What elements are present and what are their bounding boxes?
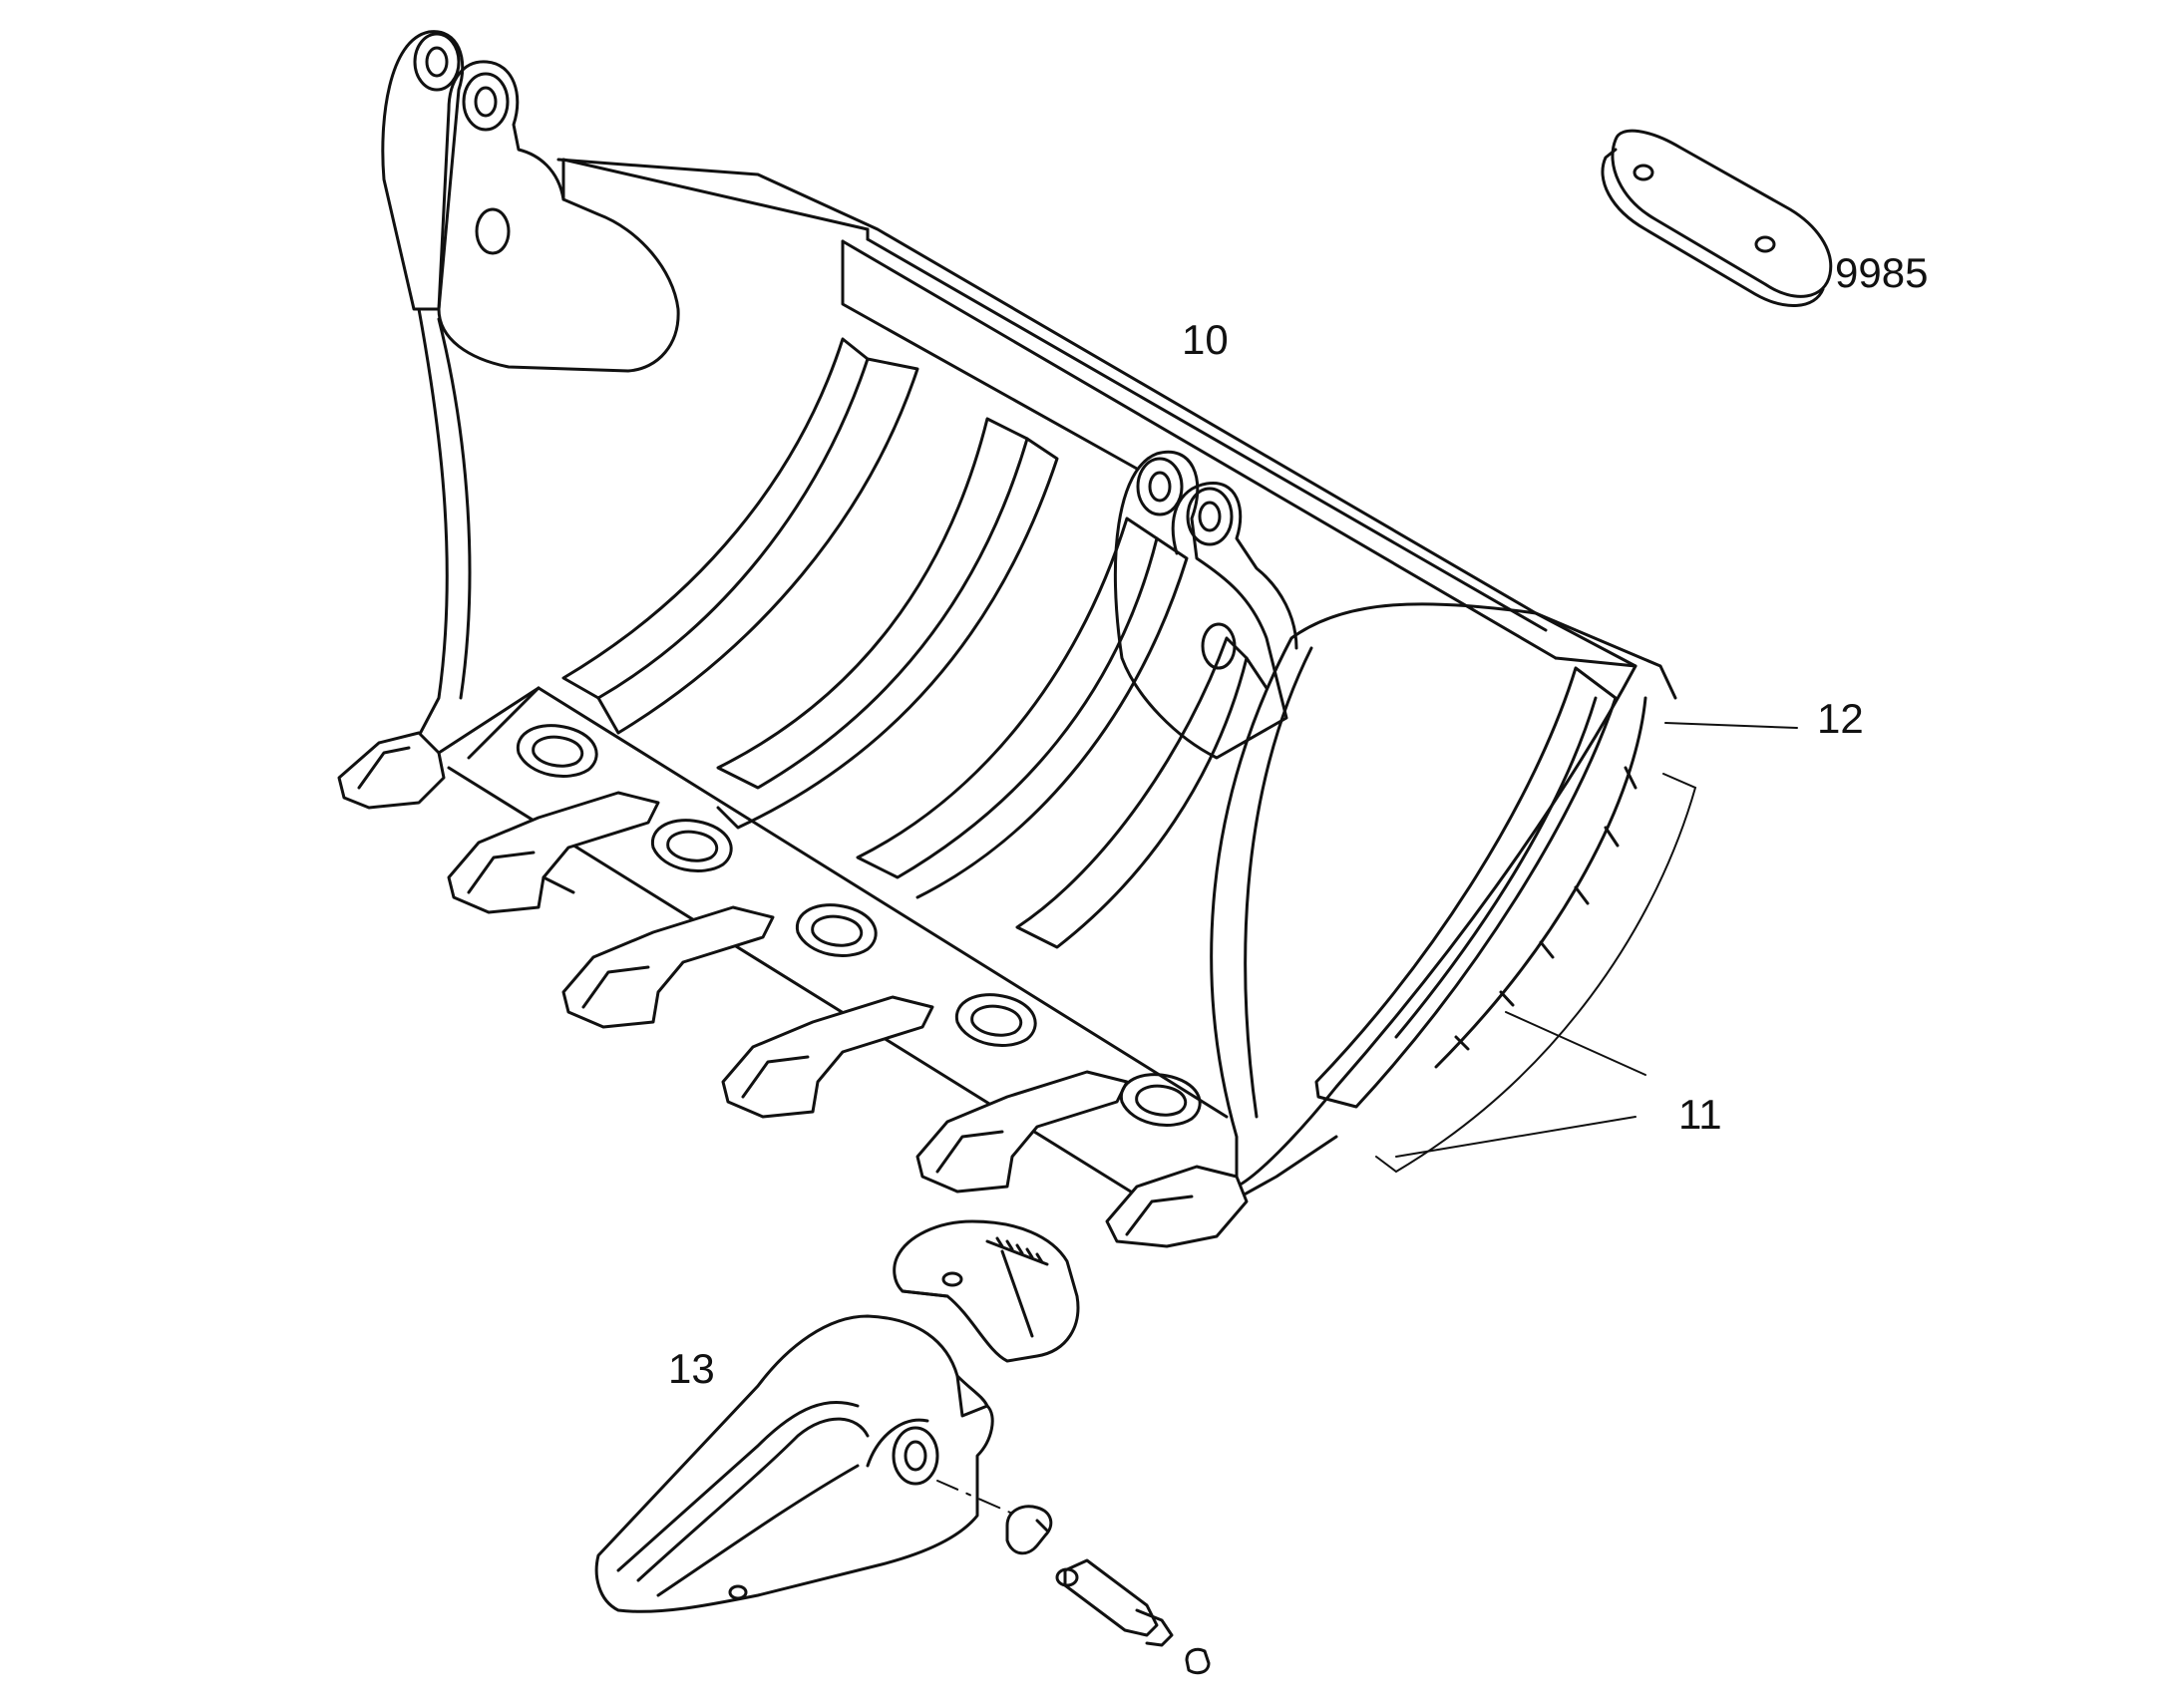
tooth-assembly — [594, 1314, 994, 1613]
bucket-wear-strips — [561, 337, 1269, 949]
right-lift-arm — [1113, 450, 1298, 760]
left-side-plate — [381, 30, 870, 738]
wear-pad-5 — [1119, 1073, 1202, 1127]
callout-11: 11 — [1678, 1091, 1722, 1138]
tooth-1 — [337, 686, 541, 810]
wear-pad-4 — [954, 993, 1037, 1047]
right-side-plate — [1210, 602, 1637, 1189]
leader-11 — [1395, 1116, 1636, 1158]
wear-pad-3 — [795, 903, 878, 957]
tooth-row — [337, 686, 1249, 1248]
wear-pads — [516, 724, 1202, 1127]
callout-13: 13 — [668, 1345, 715, 1392]
retainer-pin-set — [936, 1480, 1211, 1675]
wear-pad-2 — [650, 819, 733, 872]
side-cutter-segments — [1375, 696, 1697, 1174]
tooth-4 — [721, 995, 934, 1119]
tooth-2 — [447, 791, 660, 914]
tooth-5 — [915, 1070, 1129, 1194]
bucket-top-rail — [556, 158, 1677, 700]
tooth-3 — [561, 905, 775, 1029]
cutting-edge — [447, 686, 1338, 1228]
callout-9985: 9985 — [1835, 249, 1928, 296]
adapter-cap — [893, 1219, 1080, 1363]
callout-labels: 10 11 12 13 9985 — [668, 249, 1928, 1392]
callout-12: 12 — [1817, 695, 1864, 742]
shim-plate — [1601, 129, 1833, 307]
leader-12 — [1664, 722, 1798, 729]
callout-10: 10 — [1182, 316, 1229, 363]
wear-pad-1 — [516, 724, 598, 778]
leader-lines — [1395, 722, 1798, 1158]
tooth-6 — [1105, 1165, 1249, 1248]
